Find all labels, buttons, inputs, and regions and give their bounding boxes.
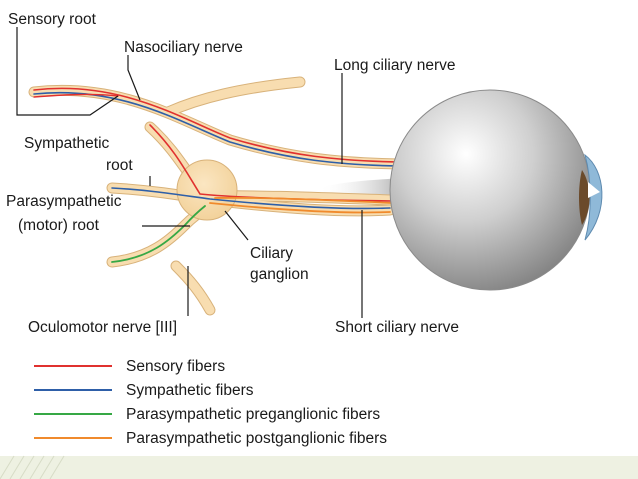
- parasympathetic-postganglionic-fiber-b: [214, 196, 393, 204]
- ciliary-ganglion: [176, 159, 238, 221]
- label-short-ciliary-nerve: Short ciliary nerve: [335, 319, 459, 336]
- eyeball: [389, 89, 603, 291]
- legend: Sensory fibers Sympathetic fibers Parasy…: [34, 358, 387, 447]
- legend-label-sympathetic: Sympathetic fibers: [126, 382, 254, 399]
- parasympathetic-postganglionic-fiber-a: [209, 202, 391, 214]
- lens-highlight: [588, 182, 600, 198]
- label-long-ciliary-nerve: Long ciliary nerve: [334, 57, 455, 74]
- legend-label-parasympathetic-preganglionic: Parasympathetic preganglionic fibers: [126, 406, 380, 423]
- sympathetic-fiber-long: [33, 91, 401, 167]
- label-nasociliary-nerve: Nasociliary nerve: [124, 39, 243, 56]
- cornea: [584, 153, 603, 241]
- iris: [579, 170, 590, 225]
- parasympathetic-preganglionic-fiber: [111, 205, 206, 263]
- label-ciliary-ganglion-line2: ganglion: [250, 266, 309, 283]
- label-ciliary-ganglion-line1: Ciliary: [250, 245, 293, 262]
- label-sympathetic-root-line2: root: [106, 157, 133, 174]
- labels: Sensory root Nasociliary nerve Long cili…: [6, 11, 459, 336]
- sympathetic-fiber-root: [111, 187, 391, 210]
- sensory-fiber-short: [33, 93, 119, 98]
- fibers: [33, 87, 401, 263]
- legend-label-sensory: Sensory fibers: [126, 358, 225, 375]
- sensory-fiber-long: [33, 87, 401, 163]
- label-sensory-root: Sensory root: [8, 11, 97, 28]
- legend-item-parasympathetic-postganglionic: Parasympathetic postganglionic fibers: [34, 430, 387, 447]
- label-parasympathetic-root-line2: (motor) root: [18, 217, 100, 234]
- legend-item-sensory: Sensory fibers: [34, 358, 225, 375]
- legend-item-parasympathetic-preganglionic: Parasympathetic preganglionic fibers: [34, 406, 380, 423]
- legend-label-parasympathetic-postganglionic: Parasympathetic postganglionic fibers: [126, 430, 387, 447]
- leader-lines: [16, 27, 363, 318]
- legend-item-sympathetic: Sympathetic fibers: [34, 382, 254, 399]
- footer-band: [0, 455, 638, 479]
- label-oculomotor-nerve: Oculomotor nerve [III]: [28, 319, 177, 336]
- label-parasympathetic-root-line1: Parasympathetic: [6, 193, 122, 210]
- label-sympathetic-root-line1: Sympathetic: [24, 135, 110, 152]
